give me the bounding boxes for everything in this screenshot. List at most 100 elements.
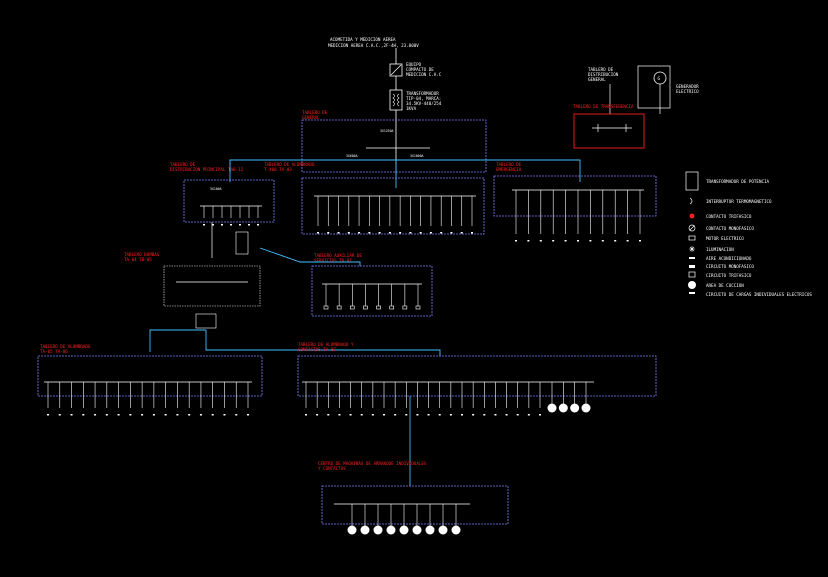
generator-note1: GENERADOR	[676, 84, 699, 89]
star-icon	[689, 246, 695, 252]
dash-icon	[117, 414, 120, 416]
tab-a-circuits	[47, 382, 249, 416]
tab-a-title2: TA-05 TA-06	[40, 349, 68, 354]
square-icon	[376, 305, 381, 310]
tab-a-title1: TABLERO DE ALUMBRADO	[40, 344, 91, 349]
box-icon	[688, 271, 696, 278]
bulb-icon	[386, 525, 396, 535]
circle-slash-line	[689, 225, 695, 231]
general-left-breaker: 3X600A	[346, 154, 358, 158]
legend-label-7: CIRCUITO MONOFASICO	[706, 264, 754, 269]
bulb-icon	[347, 525, 357, 535]
square-icon	[389, 305, 395, 310]
emerg-title1: TABLERO DE	[496, 162, 522, 167]
legend-label-1: INTERRUPTOR TERMOMAGNETICO	[706, 199, 772, 204]
bombas-sub-box	[195, 313, 217, 329]
dash-icon	[94, 414, 97, 416]
dist-title1: TABLERO DE	[170, 162, 196, 167]
generator-enclosure	[637, 65, 671, 109]
dash-icon	[472, 414, 475, 416]
legend-label-9: AREA DE COCCION	[706, 283, 744, 288]
bulb-icon	[438, 525, 448, 535]
alum-title2: T-400 TA-03	[264, 167, 292, 172]
bulb-icon	[425, 525, 435, 535]
dash-icon	[483, 414, 486, 416]
meter-diagonal	[390, 64, 402, 76]
trafo-label4: 1KVA	[406, 106, 417, 111]
general-right-breaker: 3X1000A	[410, 154, 424, 158]
tab-b-circuits	[305, 382, 591, 416]
dash-icon	[416, 414, 419, 416]
square-icon	[336, 305, 342, 310]
dash-icon	[360, 414, 363, 416]
dash-icon	[527, 240, 530, 242]
dash-icon	[349, 414, 352, 416]
dash-icon	[409, 232, 412, 234]
bulb-icon	[547, 403, 557, 413]
transformer-icon	[685, 171, 699, 191]
generator-letter: G	[658, 76, 661, 81]
dots-icon	[689, 265, 695, 268]
dash-icon	[639, 240, 641, 242]
transfer-panel-box	[573, 113, 645, 149]
dash-icon	[515, 240, 517, 242]
square-icon	[349, 305, 355, 310]
dash-icon	[419, 232, 422, 234]
dash-icon	[450, 232, 453, 234]
square-icon	[363, 305, 368, 310]
general-title1: TABLERO DE	[302, 110, 328, 115]
bulb-icon	[360, 525, 370, 535]
dash-icon	[564, 240, 567, 242]
dash-icon	[505, 414, 508, 416]
alum-panel-circuits	[317, 196, 473, 234]
cyan-lower-right	[205, 330, 441, 356]
cyan-lower-left	[149, 329, 206, 352]
aux-panel-box	[311, 265, 433, 317]
dash-icon	[337, 232, 340, 234]
bar-icon	[689, 292, 695, 294]
dash-icon	[405, 414, 408, 416]
dash-icon	[230, 224, 232, 226]
header-line2: MEDICION AEREA C.A.C.,2F-4H, 23.000V	[328, 43, 419, 48]
emerg-panel-circuits	[515, 190, 641, 242]
bulb-icon	[558, 403, 568, 413]
square-icon	[323, 305, 329, 310]
red-dot-icon	[689, 213, 695, 219]
aux-panel-circuits	[323, 284, 421, 310]
dash-icon	[176, 414, 179, 416]
ccm-title2: Y CONTACTOS	[318, 466, 346, 471]
dash-icon	[471, 232, 473, 234]
dash-icon	[199, 414, 202, 416]
ccm-panel-box	[321, 485, 509, 525]
legend-label-2: CONTACTO TRIFASICO	[706, 214, 752, 219]
tab-b-title2: CONTACTOS TA-07	[298, 347, 336, 352]
square-icon	[415, 305, 421, 310]
dash-icon	[316, 414, 319, 416]
tab-b-panel-box	[297, 355, 657, 397]
dash-icon	[449, 414, 452, 416]
dash-icon	[70, 414, 73, 416]
dash-icon	[429, 232, 432, 234]
bulb-icon	[570, 403, 580, 413]
bombas-title1: TABLERO BOMBAS	[124, 252, 160, 257]
general-main-breaker: 3X1250A	[380, 129, 394, 133]
tab-b-title1: TABLERO DE ALUMBRADO Y	[298, 342, 354, 347]
dash-icon	[589, 240, 592, 242]
transfer-title: TABLERO DE TRANSFERENCIA	[573, 104, 634, 109]
dash-icon	[223, 414, 226, 416]
dash-icon	[378, 232, 381, 234]
legend-label-3: CONTACTO MONOFASICO	[706, 226, 754, 231]
transformer-coils	[392, 93, 400, 107]
dash-icon	[47, 414, 49, 416]
dash-icon	[626, 240, 629, 242]
dash-icon	[461, 414, 463, 416]
emerg-panel-box	[493, 175, 657, 217]
dash-icon	[440, 232, 443, 234]
dash-icon	[105, 414, 108, 416]
dist-panel-circuits	[203, 206, 259, 226]
gen-side-title1: TABLERO DE	[588, 67, 614, 72]
general-title2: GENERAL	[302, 115, 320, 120]
dash-icon	[239, 224, 241, 226]
dash-icon	[516, 414, 519, 416]
